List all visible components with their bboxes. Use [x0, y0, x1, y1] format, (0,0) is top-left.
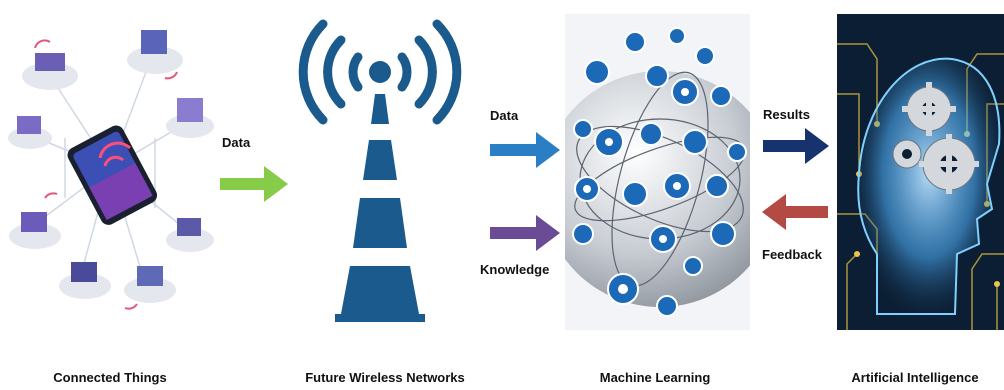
- caption-connected-things: Connected Things: [53, 370, 167, 385]
- purple-arrow-icon: [490, 213, 562, 253]
- ai-head-illustration: [837, 14, 1004, 330]
- results-label: Results: [763, 107, 810, 122]
- blue-arrow-icon: [490, 130, 562, 170]
- navy-arrow-icon: [763, 126, 831, 166]
- data-label-2: Data: [490, 108, 519, 123]
- machine-learning-globe-illustration: [565, 14, 750, 330]
- caption-machine-learning: Machine Learning: [599, 370, 711, 385]
- caption-future-wireless-networks: Future Wireless Networks: [305, 370, 465, 385]
- caption-artificial-intelligence: Artificial Intelligence: [851, 370, 979, 385]
- red-arrow-icon: [760, 192, 828, 232]
- feedback-label: Feedback: [762, 247, 822, 262]
- data-label-1: Data: [222, 135, 251, 150]
- connected-things-illustration: [5, 8, 215, 328]
- green-arrow-icon: [220, 164, 290, 204]
- wireless-tower-icon: [295, 12, 465, 332]
- knowledge-label: Knowledge: [480, 262, 550, 277]
